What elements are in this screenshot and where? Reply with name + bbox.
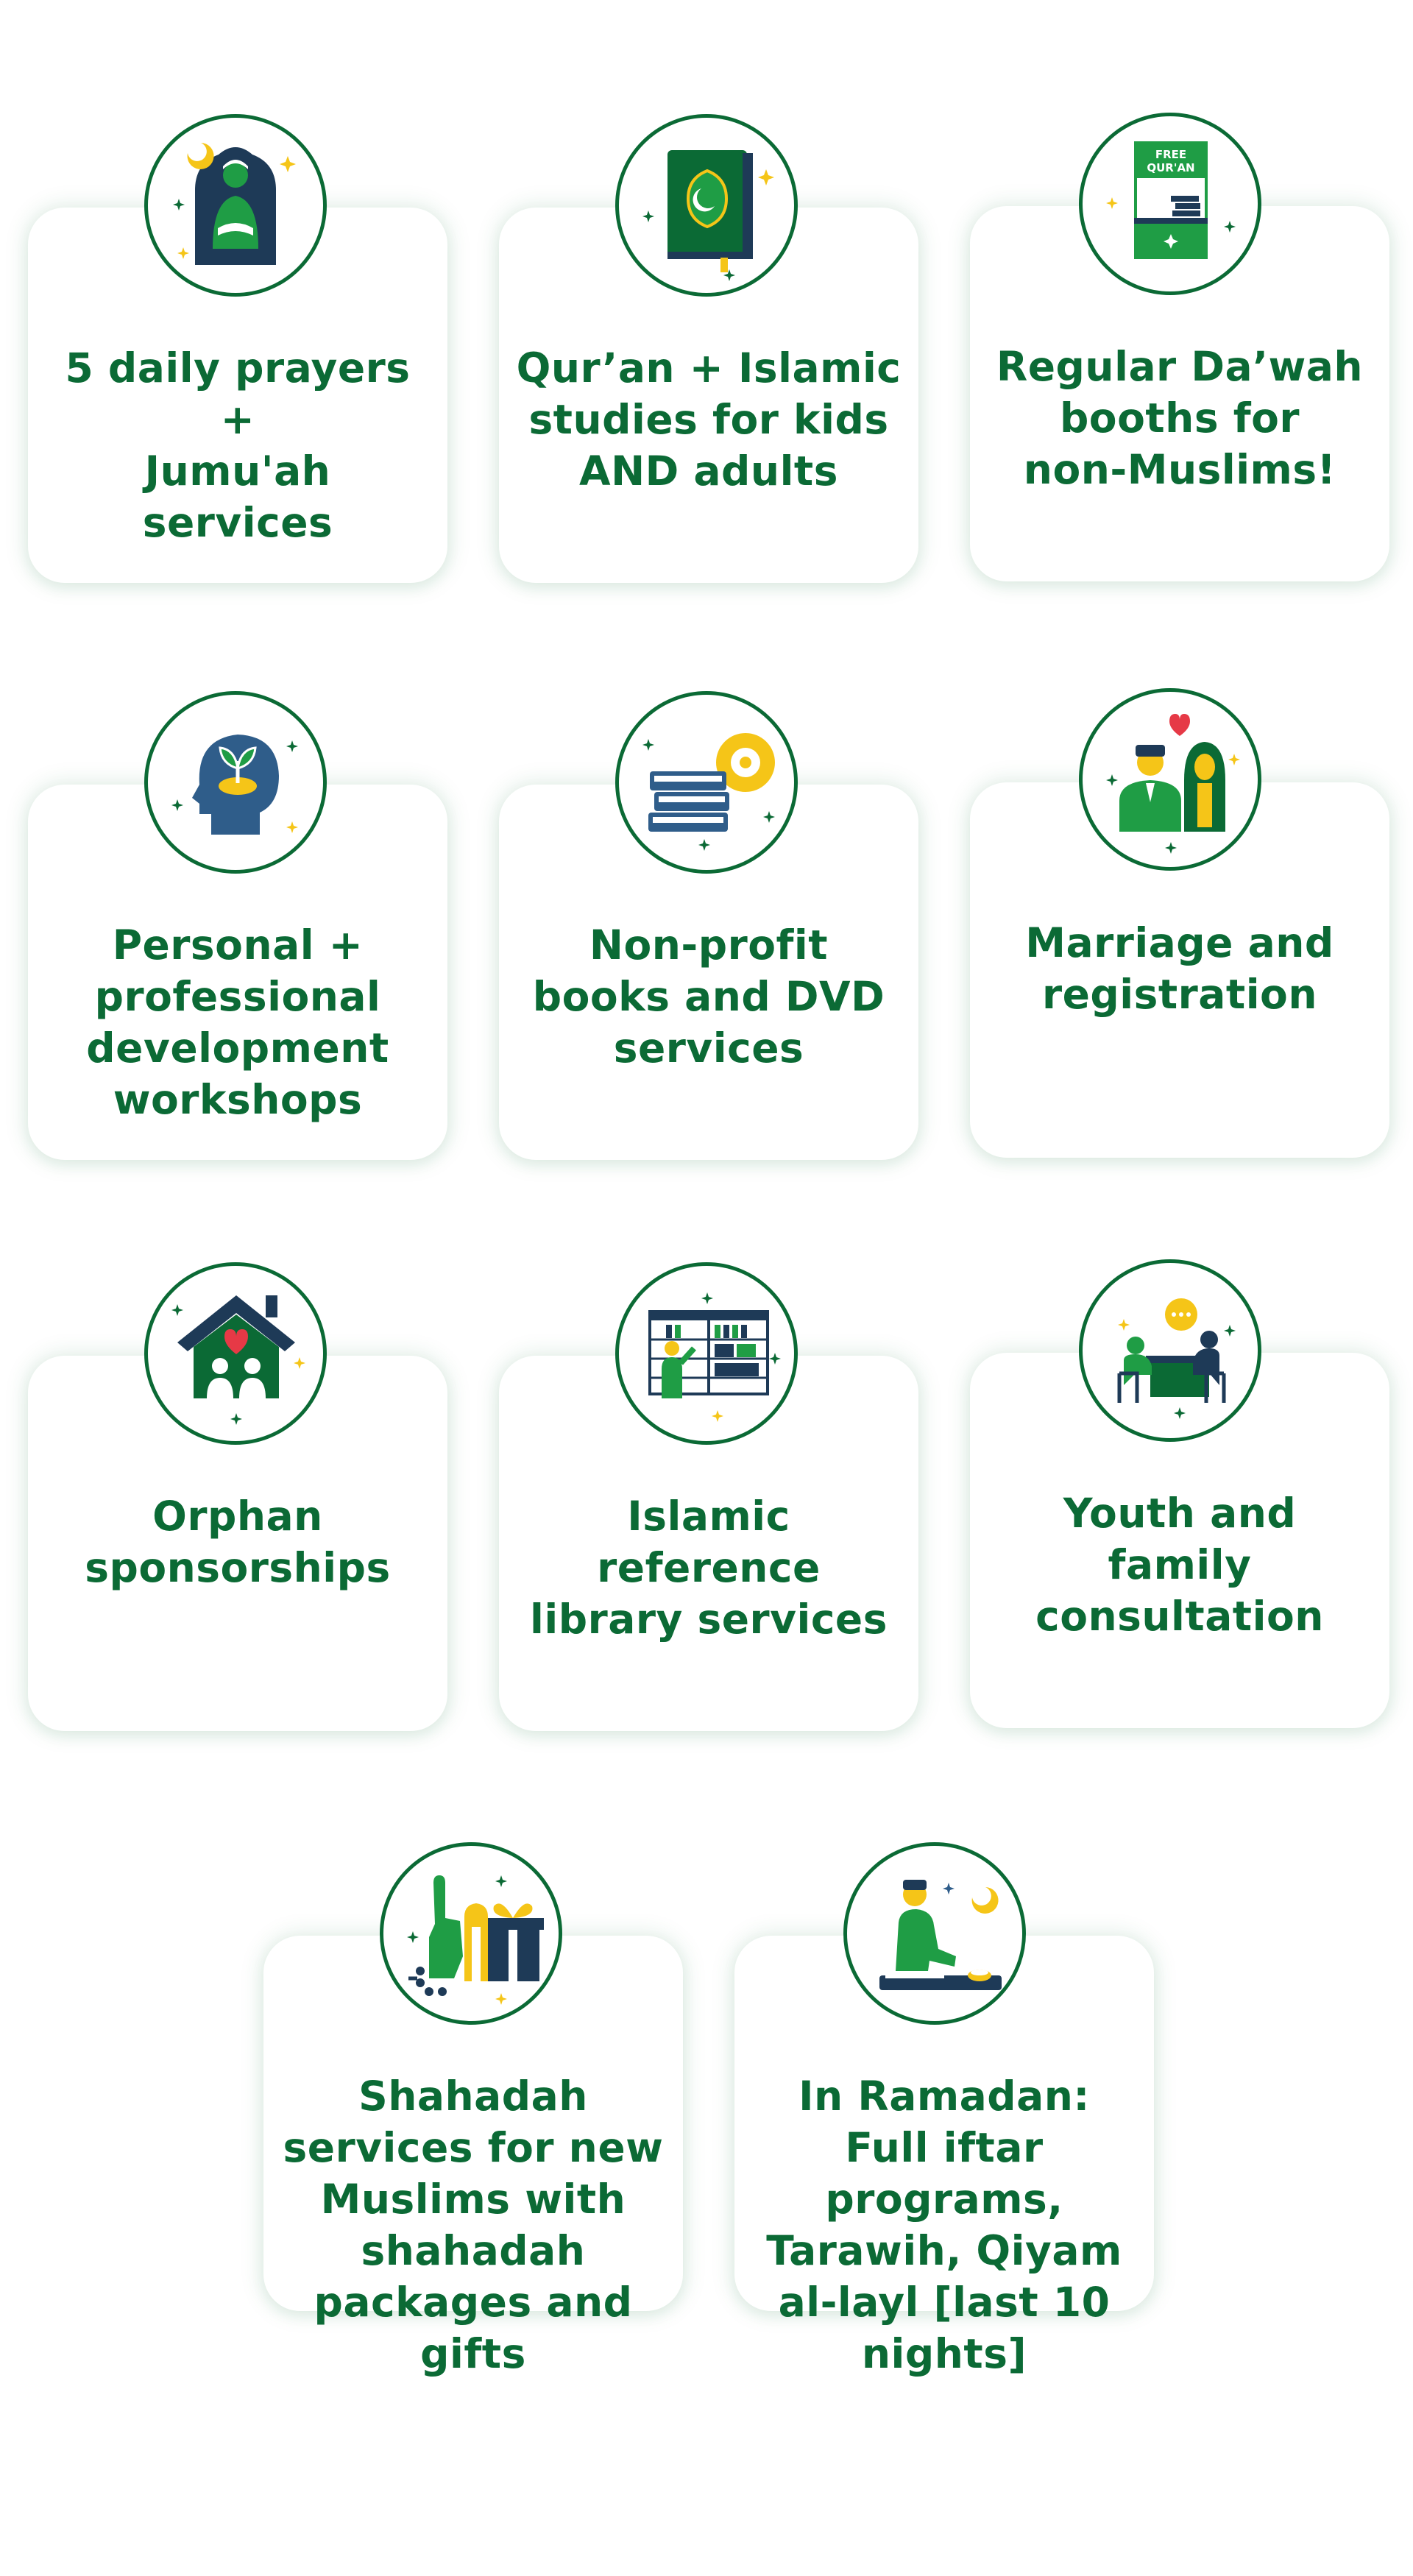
dawah-booth-icon: FREE QUR'AN	[1079, 113, 1261, 295]
prayer-icon	[144, 114, 327, 297]
svg-text:QUR'AN: QUR'AN	[1147, 161, 1194, 174]
development-icon	[144, 691, 327, 874]
orphan-home-icon	[144, 1262, 327, 1445]
library-icon	[615, 1262, 798, 1445]
ramadan-icon	[843, 1842, 1026, 2025]
quran-icon	[615, 114, 798, 297]
books-dvd-icon	[615, 691, 798, 874]
marriage-icon	[1079, 688, 1261, 871]
consultation-icon	[1079, 1259, 1261, 1442]
shahadah-gift-icon	[380, 1842, 562, 2025]
svg-text:FREE: FREE	[1155, 148, 1186, 161]
